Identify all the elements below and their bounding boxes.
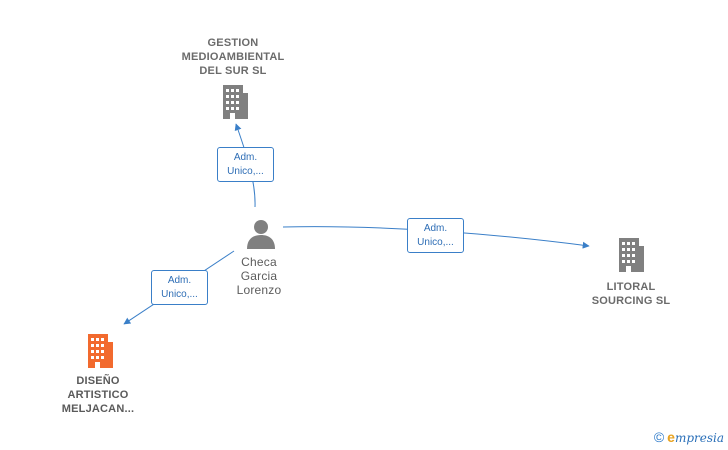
building-icon[interactable] [85, 334, 115, 368]
company-name-line: MEDIOAMBIENTAL [181, 51, 285, 63]
edge-role-line: Unico,... [227, 166, 264, 177]
person-icon[interactable] [245, 219, 277, 249]
company-name-line: LITORAL [606, 281, 656, 293]
building-icon[interactable] [616, 238, 646, 272]
edge-role-line: Unico,... [417, 237, 454, 248]
company-label-diseno[interactable]: DISEÑO ARTISTICO MELJACAN... [46, 374, 150, 416]
empresia-watermark: ©empresia [654, 429, 724, 445]
edge-label-to-diseno[interactable]: Adm. Unico,... [151, 270, 208, 305]
company-name-line: DEL SUR SL [199, 65, 267, 77]
edge-role-line: Adm. [233, 152, 258, 163]
company-name-line: MELJACAN... [61, 403, 135, 415]
edge-label-to-gestion[interactable]: Adm. Unico,... [217, 147, 274, 182]
person-name-line: Lorenzo [236, 283, 282, 297]
person-name-line: Checa [241, 255, 277, 269]
edge-role-line: Unico,... [161, 289, 198, 300]
brand-logo-initial: e [667, 429, 675, 445]
company-name-line: ARTISTICO [67, 389, 129, 401]
edge-role-line: Adm. [167, 275, 192, 286]
person-name-line: Garcia [240, 269, 278, 283]
brand-logo-text: mpresia [674, 431, 724, 445]
edge-label-to-litoral[interactable]: Adm. Unico,... [407, 218, 464, 253]
company-name-line: GESTION [207, 37, 259, 49]
person-label[interactable]: Checa Garcia Lorenzo [218, 255, 300, 297]
company-name-line: DISEÑO [76, 375, 120, 387]
edge-role-line: Adm. [423, 223, 448, 234]
company-name-line: SOURCING SL [591, 295, 671, 307]
company-label-litoral[interactable]: LITORAL SOURCING SL [574, 280, 688, 308]
copyright-symbol: © [653, 429, 665, 445]
company-label-gestion[interactable]: GESTION MEDIOAMBIENTAL DEL SUR SL [170, 36, 296, 78]
building-icon[interactable] [220, 85, 250, 119]
